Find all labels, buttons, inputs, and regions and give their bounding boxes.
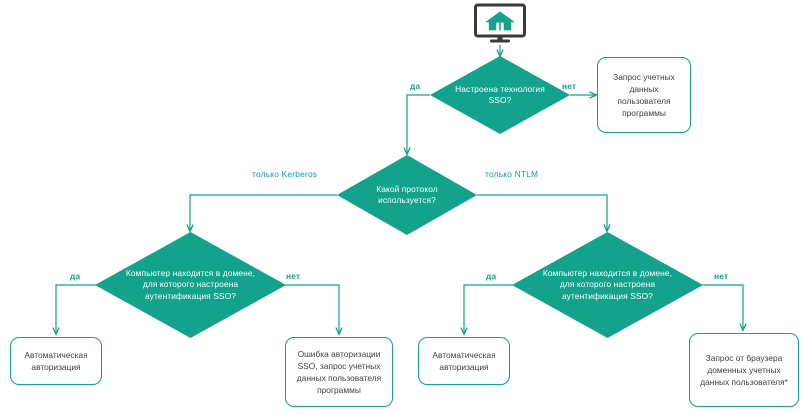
monitor-home-icon bbox=[471, 3, 529, 45]
edge-d4-yes-to-b4 bbox=[464, 284, 513, 334]
edge-d2-ntlm-to-d4 bbox=[477, 194, 607, 231]
decision-which-protocol-label: Какой протокол используется? bbox=[376, 183, 438, 205]
outcome-auto-auth-kerberos-label: Автоматическая авторизация bbox=[24, 349, 88, 372]
edge-label-d4-yes: да bbox=[486, 271, 497, 281]
decision-sso-configured[interactable]: Настроена технология SSO? bbox=[430, 56, 570, 134]
outcome-request-program-credentials[interactable]: Запрос учетных данных пользователя прогр… bbox=[597, 57, 691, 133]
edge-d1-yes-to-d2 bbox=[407, 94, 430, 154]
outcome-request-program-credentials-label: Запрос учетных данных пользователя прогр… bbox=[613, 71, 675, 119]
outcome-auto-auth-ntlm-label: Автоматическая авторизация bbox=[432, 349, 496, 372]
edge-d4-no-to-b5 bbox=[702, 284, 743, 330]
outcome-auto-auth-kerberos[interactable]: Автоматическая авторизация bbox=[10, 337, 102, 385]
outcome-browser-domain-credentials-label: Запрос от браузера доменных учетных данн… bbox=[700, 352, 788, 388]
decision-domain-sso-kerberos-label: Компьютер находится в домене, для которо… bbox=[125, 267, 256, 301]
edge-label-d1-no: нет bbox=[562, 81, 577, 91]
decision-which-protocol[interactable]: Какой протокол используется? bbox=[337, 155, 477, 235]
edge-label-d1-yes: да bbox=[410, 81, 421, 91]
edge-label-d2-ntlm: только NTLM bbox=[485, 169, 539, 179]
edge-label-d2-kerberos: только Kerberos bbox=[252, 169, 318, 179]
edge-d3-yes-to-b2 bbox=[56, 284, 96, 334]
outcome-sso-error-label: Ошибка авторизации SSO, запрос учетных д… bbox=[296, 348, 382, 396]
edge-label-d4-no: нет bbox=[714, 271, 729, 281]
edge-d3-no-to-b3 bbox=[285, 284, 339, 334]
decision-domain-sso-ntlm-label: Компьютер находится в домене, для которо… bbox=[542, 267, 673, 301]
outcome-sso-error[interactable]: Ошибка авторизации SSO, запрос учетных д… bbox=[285, 337, 393, 407]
decision-domain-sso-ntlm[interactable]: Компьютер находится в домене, для которо… bbox=[512, 232, 703, 338]
outcome-browser-domain-credentials[interactable]: Запрос от браузера доменных учетных данн… bbox=[689, 333, 799, 407]
outcome-auto-auth-ntlm[interactable]: Автоматическая авторизация bbox=[418, 337, 510, 385]
edge-label-d3-no: нет bbox=[286, 271, 301, 281]
edge-label-d3-yes: да bbox=[70, 271, 81, 281]
decision-sso-configured-label: Настроена технология SSO? bbox=[455, 83, 545, 105]
edge-d2-kerberos-to-d3 bbox=[190, 194, 337, 231]
decision-domain-sso-kerberos[interactable]: Компьютер находится в домене, для которо… bbox=[95, 232, 286, 338]
